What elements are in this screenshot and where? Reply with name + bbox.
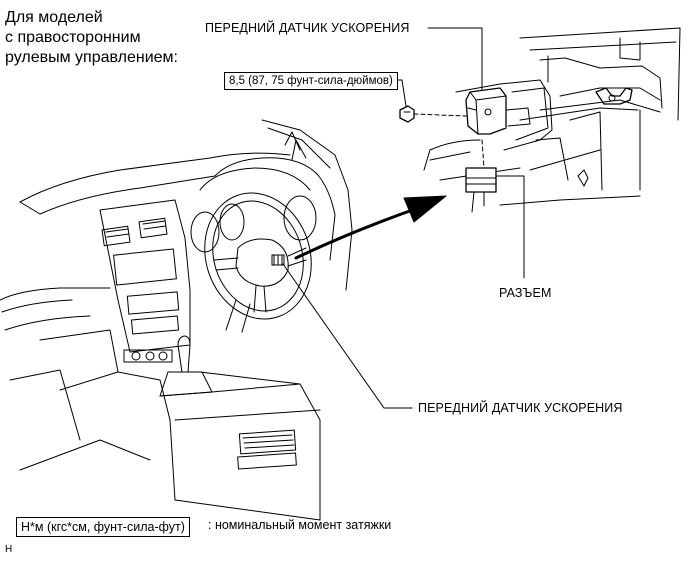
connector-detail: [466, 140, 496, 212]
sensor-location-marker: [272, 255, 284, 265]
body-pillar-structure: [424, 28, 680, 205]
note-line-2: с правосторонним: [5, 29, 141, 46]
front-airbag-sensor-detail: [466, 88, 530, 134]
legend-description: : номинальный момент затяжки: [208, 518, 392, 532]
legend-units-box: Н*м (кгс*см, фунт-сила-фут): [16, 517, 190, 537]
note-line-3: рулевым управлением:: [5, 49, 178, 66]
sensor-bolt: [400, 106, 466, 122]
note-line-1: Для моделей: [5, 9, 103, 26]
dashboard-body: [0, 120, 352, 520]
figure-code: H: [5, 544, 13, 555]
torque-value-box: 8,5 (87, 75 фунт-сила-дюймов): [224, 72, 398, 90]
instrument-cluster: [191, 196, 316, 252]
callout-front-sensor-top: ПЕРЕДНИЙ ДАТЧИК УСКОРЕНИЯ: [205, 21, 410, 35]
steering-wheel: [189, 179, 327, 333]
callout-front-sensor-bottom: ПЕРЕДНИЙ ДАТЧИК УСКОРЕНИЯ: [418, 401, 623, 415]
callout-connector: РАЗЪЕМ: [499, 286, 552, 300]
location-arrow: [296, 196, 446, 258]
